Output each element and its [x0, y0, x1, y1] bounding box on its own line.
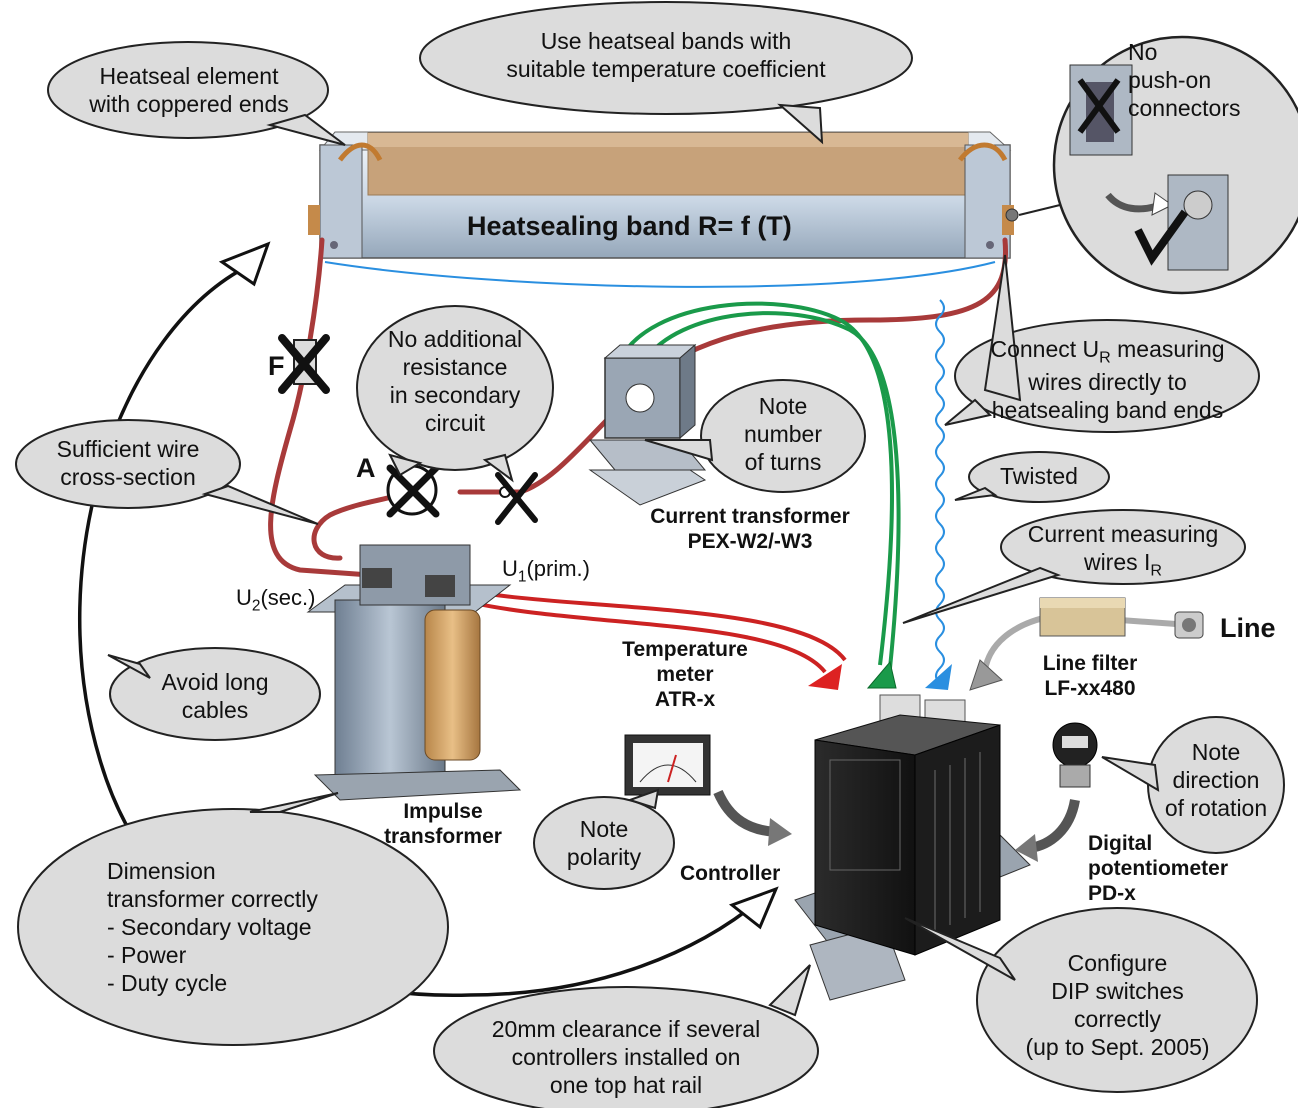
ammeter-symbol — [386, 464, 440, 518]
bubble-line: direction — [1172, 767, 1260, 794]
bubble-line: in secondary — [389, 382, 521, 409]
label-line: transformer — [384, 824, 502, 848]
line-filter — [1039, 597, 1126, 637]
bubble-line: - Power — [107, 942, 187, 969]
current-transformer — [588, 343, 707, 506]
switch-symbol — [495, 472, 538, 525]
bubble-line: connectors — [1128, 95, 1241, 122]
label-line: LF-xx480 — [1044, 676, 1136, 700]
fuse-symbol — [278, 334, 330, 394]
callout-bubbles — [15, 1, 1285, 1108]
bubble-line: number — [744, 421, 822, 448]
bubble-line: Note — [579, 816, 629, 842]
bubble-line: cross-section — [60, 464, 196, 491]
ammeter-label: A — [356, 453, 376, 483]
label-line: Current transformer — [650, 505, 850, 528]
label-line: ATR-x — [654, 687, 716, 711]
bubble-line: polarity — [566, 844, 642, 871]
line-plug — [1174, 611, 1204, 639]
bubble-line: - Duty cycle — [107, 970, 228, 997]
controller-label: Controller — [680, 862, 781, 885]
label-line: PD-x — [1088, 881, 1136, 905]
bubble-line: correctly — [1074, 1006, 1161, 1033]
wire-arrowheads — [808, 660, 952, 690]
bubble-line: controllers installed on — [511, 1044, 741, 1071]
line-label: Line — [1220, 613, 1276, 643]
label-line: Line filter — [1042, 652, 1138, 675]
bubble-line: Heatseal element — [99, 63, 279, 89]
bubble-line: wires IR — [1083, 549, 1163, 580]
bubble-line: No additional — [387, 326, 523, 352]
bubble-line: Dimension — [107, 858, 216, 884]
bubble-line: circuit — [424, 410, 486, 437]
label-line: Temperature — [622, 638, 748, 661]
u2-label: U2(sec.) — [236, 585, 316, 615]
heatsealing-band — [308, 131, 1019, 259]
bubble-line: of turns — [744, 449, 822, 476]
bubble-line: with coppered ends — [89, 91, 289, 118]
bubble-line: Avoid long — [161, 669, 269, 695]
label-line: meter — [656, 662, 714, 686]
push-on-connector-detail — [1018, 35, 1298, 295]
bubble-line: one top hat rail — [549, 1072, 703, 1099]
label-line: Digital — [1088, 832, 1153, 855]
bubble-twisted: Twisted — [1000, 463, 1078, 489]
bubble-line: - Secondary voltage — [107, 914, 312, 941]
bubble-line: heatsealing band ends — [991, 397, 1224, 424]
fuse-label: F — [268, 351, 285, 381]
bubble-line: resistance — [402, 354, 508, 381]
twisted-measuring-wires — [324, 261, 996, 685]
bubble-line: Note — [758, 393, 808, 419]
temperature-meter — [624, 734, 711, 796]
bubble-line: (up to Sept. 2005) — [1025, 1034, 1210, 1061]
bubble-line: Current measuring — [1027, 521, 1219, 547]
digital-potentiometer — [1052, 722, 1098, 788]
bubble-line: 20mm clearance if several — [491, 1016, 761, 1042]
bubble-line: push-on — [1128, 67, 1212, 94]
label-line: potentiometer — [1088, 856, 1229, 880]
bubble-line: No — [1128, 39, 1158, 65]
bubble-line: transformer correctly — [107, 886, 318, 913]
bubble-line: wires directly to — [1028, 369, 1187, 396]
controller-unit — [794, 694, 1031, 1001]
bubble-line: Sufficient wire — [56, 436, 200, 462]
band-label: Heatsealing band R= f (T) — [467, 211, 792, 241]
primary-wire — [444, 586, 847, 674]
label-line: Impulse — [403, 800, 483, 823]
u1-label: U1(prim.) — [502, 556, 590, 586]
bubble-line: of rotation — [1164, 795, 1268, 822]
bubble-line: DIP switches — [1051, 978, 1184, 1005]
meter-to-controller-arrow — [713, 789, 792, 846]
current-measuring-wires — [618, 301, 901, 669]
label-line: PEX-W2/-W3 — [687, 529, 813, 553]
bubble-line: cables — [181, 697, 249, 724]
bubble-line: Configure — [1067, 950, 1168, 976]
bubble-line: Note — [1191, 739, 1241, 765]
bubble-line: suitable temperature coefficient — [506, 56, 826, 83]
impulse-transformer — [306, 544, 522, 801]
pot-to-controller-arrow — [1015, 798, 1080, 862]
bubble-line: Connect UR measuring — [990, 336, 1225, 367]
bubble-line: Use heatseal bands with — [540, 28, 792, 54]
bubble-current-measuring-wires: Current measuring wires IR — [1005, 520, 1241, 581]
